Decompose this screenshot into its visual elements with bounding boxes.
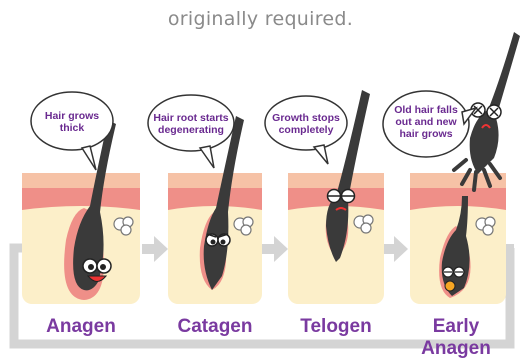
old-hair-eye-right — [487, 105, 501, 119]
new-hair-bulb — [445, 281, 455, 291]
stage-arrow-3 — [382, 236, 408, 262]
telogen-label: Telogen — [276, 316, 396, 338]
catagen-label: Catagen — [155, 316, 275, 338]
stage-arrow-2 — [262, 236, 288, 262]
anagen-label: Anagen — [21, 316, 141, 338]
early-anagen-label: Early Anagen — [398, 316, 514, 360]
stage-arrow-1 — [142, 236, 168, 262]
early-anagen-stage — [410, 32, 520, 304]
